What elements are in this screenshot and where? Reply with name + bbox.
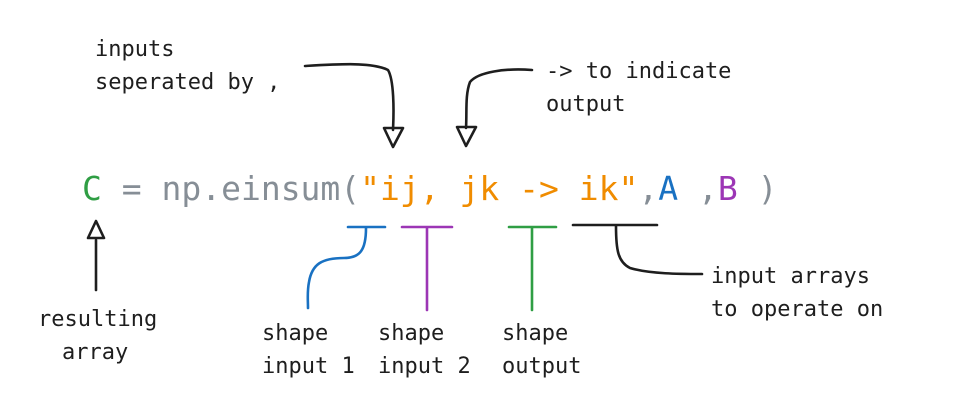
subscript-input-1: ij [380,169,420,208]
label-shape-output: shape output [502,321,581,379]
subscript-input-2: jk [460,169,500,208]
bracket-input-2 [400,225,454,312]
label-line: input 1 [262,354,355,379]
label-line: input arrays [711,264,870,289]
label-resulting-array: resulting array [38,307,170,365]
label-line: resulting [38,307,157,332]
subscript-comma: , [420,169,460,208]
label-line: -> to indicate [546,59,731,84]
arrow-inputs-separated [303,62,405,149]
label-line: shape [502,321,568,346]
arrow-resulting-array [86,219,106,292]
arrow-indicate-output [455,68,534,148]
label-shape-input-2: shape input 2 [378,321,471,379]
argument-a: A [658,169,678,208]
label-arrow-output: -> to indicate output [546,59,745,117]
einsum-equation: C = np.einsum("ij, jk -> ik",A ,B ) [82,169,778,208]
closing-paren: ) [738,169,778,208]
bracket-input-1 [306,225,387,310]
argument-b: B [718,169,738,208]
open-quote: " [360,169,380,208]
label-line: seperated by , [95,70,280,95]
argument-separator-2: , [678,169,718,208]
label-shape-input-1: shape input 1 [262,321,355,379]
label-line: inputs [95,37,174,62]
subscript-arrow: -> [499,169,578,208]
argument-separator-1: , [638,169,658,208]
label-inputs-separated: inputs seperated by , [95,37,280,95]
close-quote: " [619,169,639,208]
subscript-output: ik [579,169,619,208]
result-variable: C [82,169,102,208]
bracket-input-arrays [571,223,704,276]
label-line: input 2 [378,354,471,379]
label-line: output [502,354,581,379]
label-line: shape [262,321,328,346]
label-line: shape [378,321,444,346]
label-input-arrays: input arrays to operate on [711,264,883,322]
label-line: to operate on [711,297,883,322]
function-call: np.einsum( [161,169,360,208]
label-line: output [546,92,625,117]
equals-sign: = [102,169,162,208]
label-line: array [62,340,128,365]
bracket-output [507,225,558,312]
